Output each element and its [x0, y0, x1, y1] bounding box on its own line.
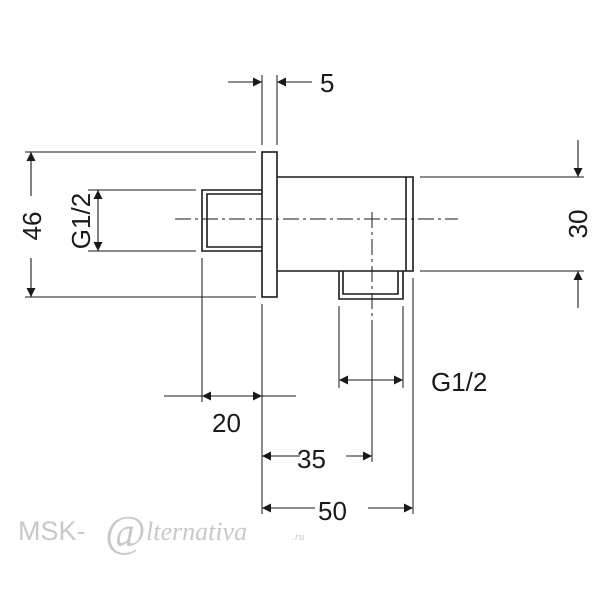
part-outline — [201, 151, 414, 300]
center-lines — [175, 212, 458, 318]
dim-30-label: 30 — [563, 210, 593, 239]
watermark-brand: lternativa — [146, 517, 247, 546]
wall-flange — [261, 151, 278, 298]
outlet-nipple-outer — [338, 271, 404, 300]
dim-outlet-thread-label: G1/2 — [431, 367, 487, 397]
dim-20-label: 20 — [212, 408, 241, 438]
main-body — [277, 176, 414, 272]
inlet-nipple-outer — [201, 189, 262, 252]
outlet-nipple-inner — [342, 271, 399, 295]
extension-lines — [25, 75, 584, 514]
dim-35-label: 35 — [297, 444, 326, 474]
watermark-prefix: MSK- — [18, 516, 86, 546]
watermark-at-symbol: @ — [105, 507, 145, 556]
watermark: MSK- @ lternativa .ru — [18, 507, 305, 556]
inlet-nipple-inner — [206, 193, 262, 248]
dim-50-label: 50 — [318, 496, 347, 526]
dim-inlet-thread-label: G1/2 — [66, 193, 96, 249]
dimension-lines — [26, 77, 583, 513]
dim-46-label: 46 — [17, 212, 47, 241]
watermark-suffix: .ru — [292, 531, 305, 543]
dim-5-label: 5 — [320, 68, 334, 98]
